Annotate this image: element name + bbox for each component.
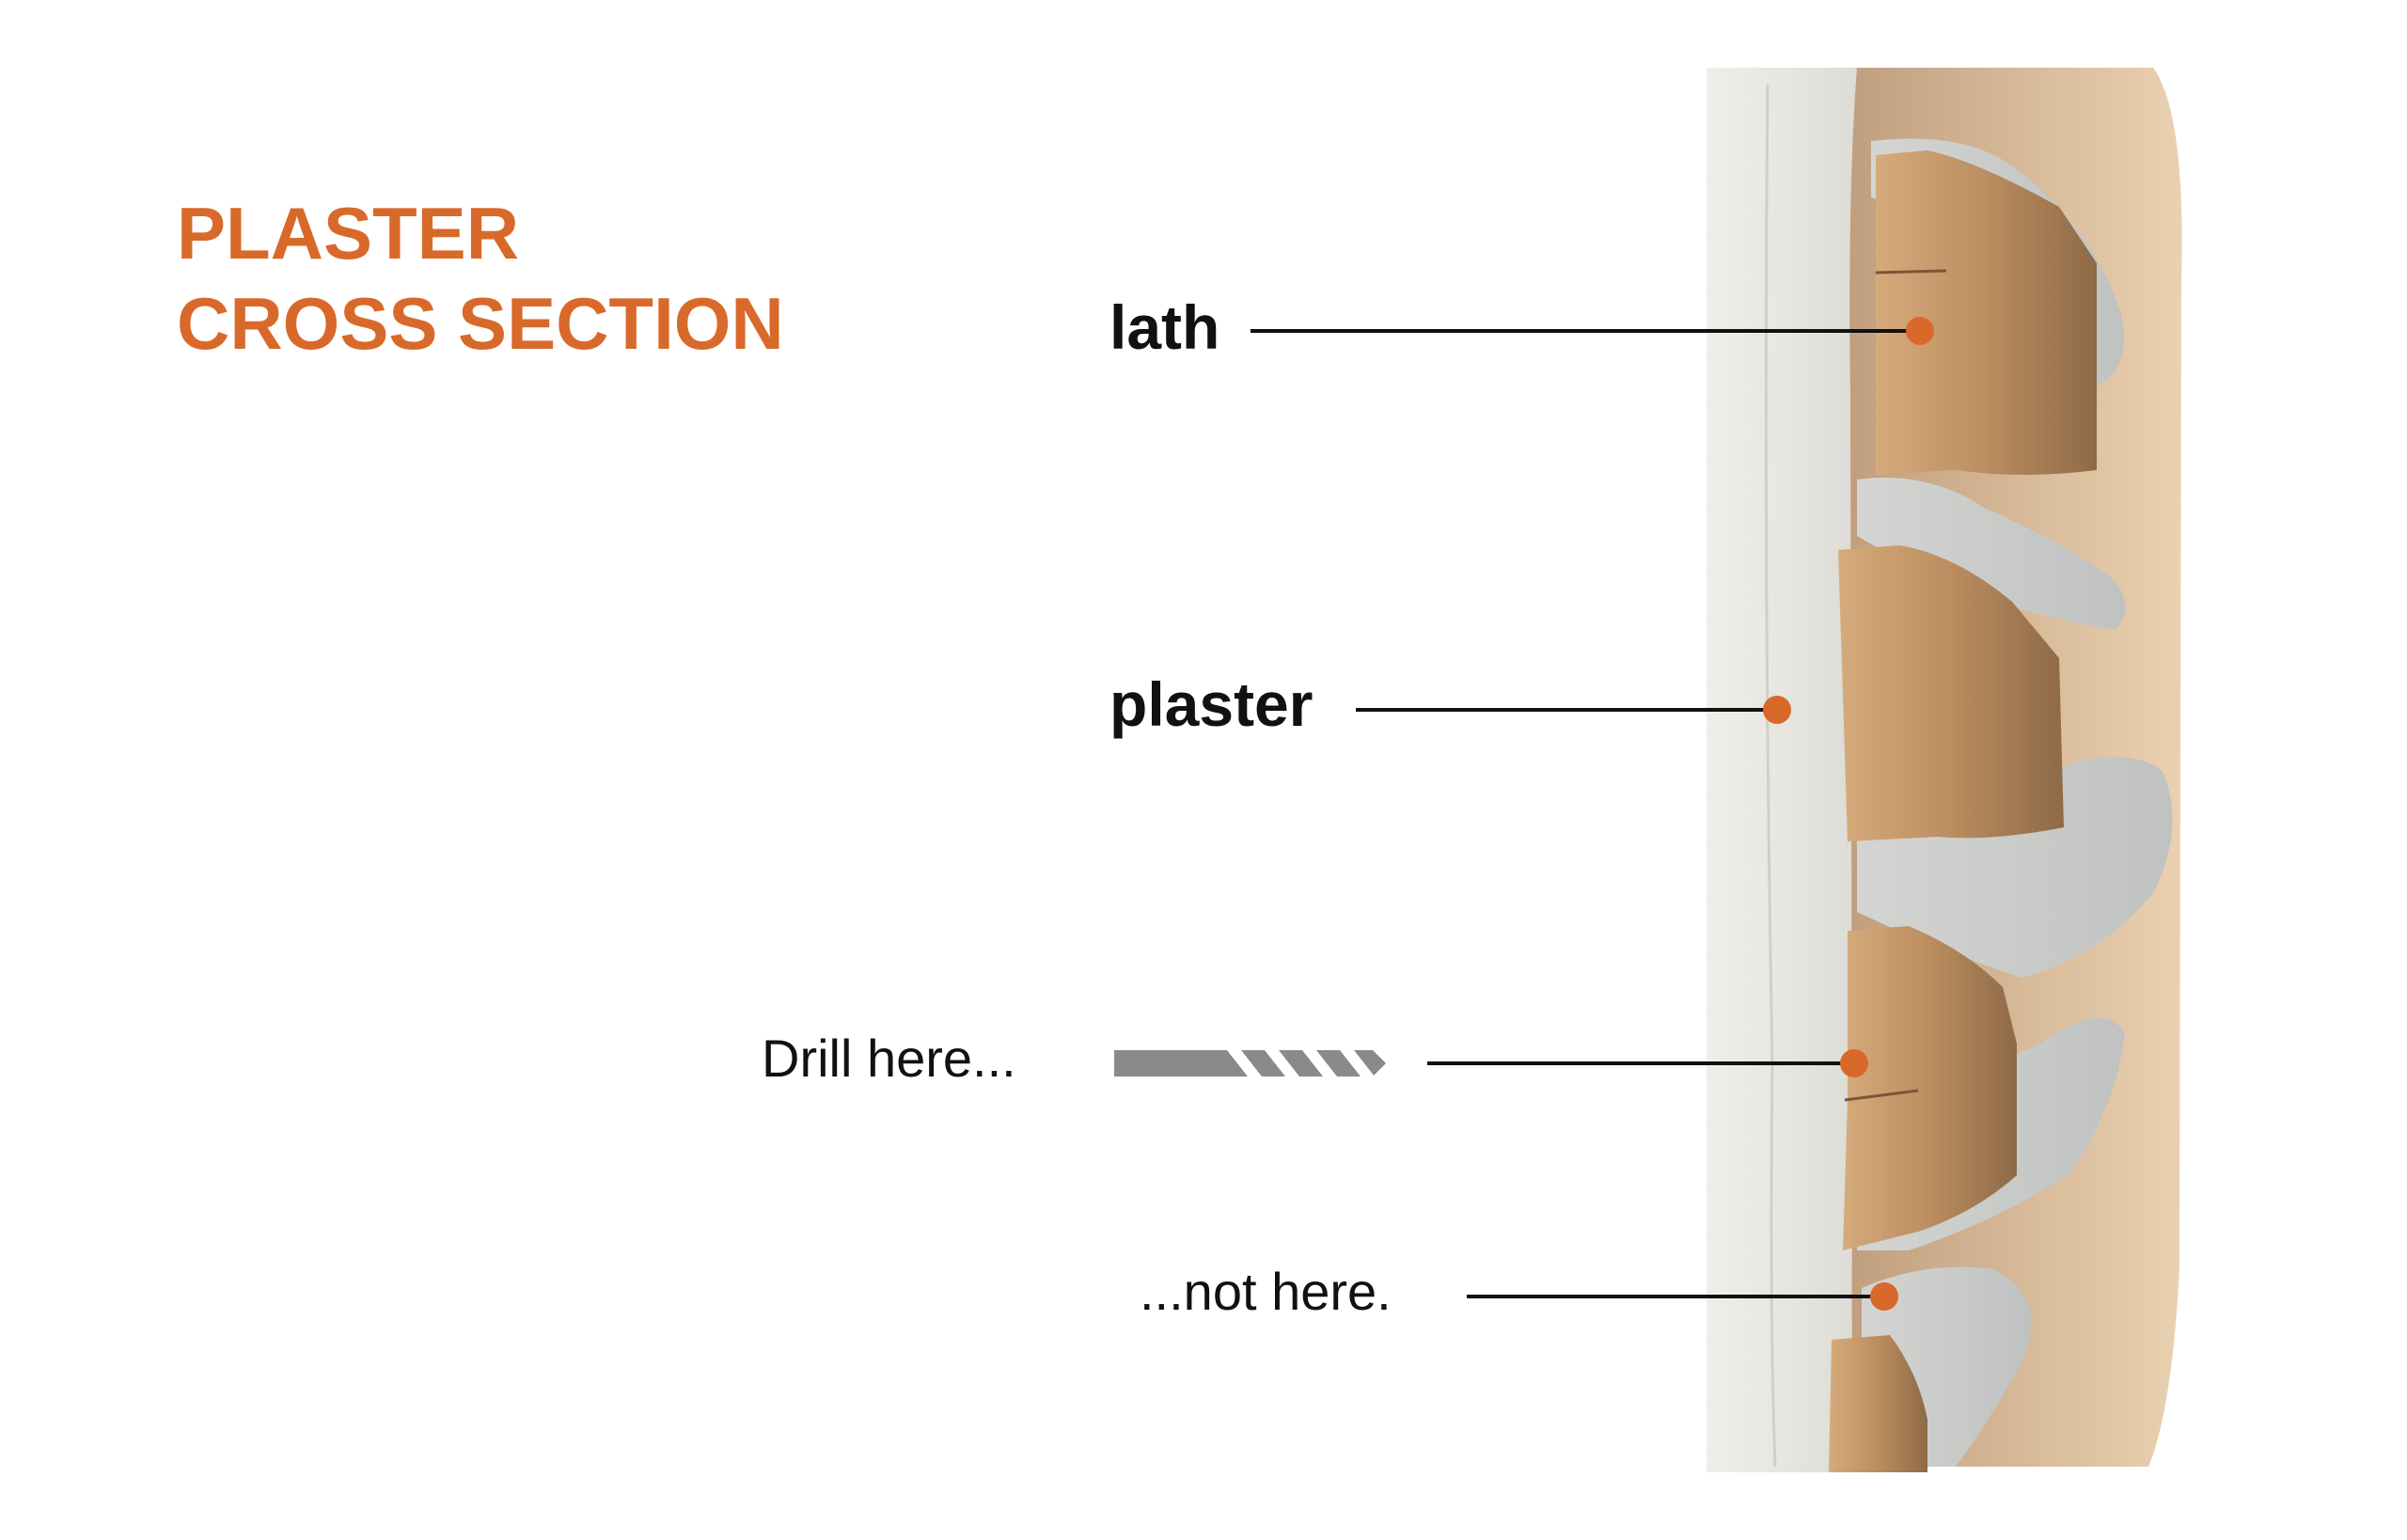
title-line-1: PLASTER bbox=[177, 192, 520, 275]
drill-pointer-dot bbox=[1840, 1049, 1868, 1077]
diagram-title: PLASTER CROSS SECTION bbox=[177, 188, 784, 369]
plaster-pointer-dot bbox=[1763, 696, 1791, 724]
plaster-label: plaster bbox=[1109, 669, 1314, 739]
drill-here-label: Drill here... bbox=[762, 1029, 1016, 1088]
drill-bit-icon bbox=[1114, 1050, 1386, 1076]
lath-pointer-dot bbox=[1906, 317, 1934, 345]
lath-strips bbox=[1829, 150, 2097, 1472]
not-here-label: ...not here. bbox=[1140, 1262, 1392, 1321]
not-here-pointer-dot bbox=[1870, 1282, 1898, 1311]
plaster-slab bbox=[1707, 68, 1857, 1472]
lath-label: lath bbox=[1109, 292, 1220, 362]
title-line-2: CROSS SECTION bbox=[177, 282, 784, 365]
